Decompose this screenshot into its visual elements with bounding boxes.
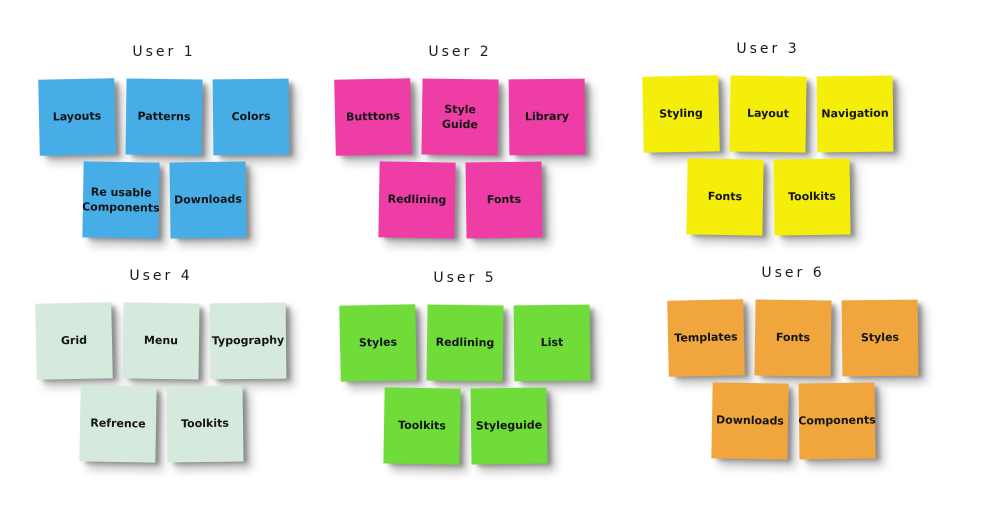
sticky-note-label: Styling <box>659 106 703 121</box>
sticky-note-label: Fonts <box>486 193 521 207</box>
sticky-note-label: Styleguide <box>475 418 542 433</box>
note-row-top: Styles Redlining List <box>339 304 591 382</box>
sticky-note-label: Fonts <box>707 189 742 204</box>
sticky-note[interactable]: Re usable Components <box>81 161 160 239</box>
note-row-top: Templates Fonts Styles <box>667 299 919 377</box>
sticky-note-label: Menu <box>143 334 179 348</box>
sticky-note-label: Layout <box>746 107 790 121</box>
sticky-note[interactable]: Layouts <box>38 78 116 156</box>
sticky-note-label: Styles <box>860 331 900 345</box>
sticky-note-label: Toolkits <box>787 189 836 204</box>
sticky-note-label: Downloads <box>715 413 784 428</box>
group-title: User 3 <box>736 41 800 57</box>
sticky-note-label: Grid <box>60 334 88 348</box>
user-group: User 6 Templates Fonts Styles Downloads Com… <box>667 265 919 460</box>
sticky-note[interactable]: Templates <box>667 299 745 377</box>
sticky-note-label: Templates <box>674 330 738 345</box>
sticky-note-label: Layouts <box>52 109 102 124</box>
sticky-note-label: Butttons <box>345 109 401 124</box>
note-row-top: Butttons Style Guide Library <box>334 78 586 156</box>
note-row-bottom: Fonts Toolkits <box>685 158 851 236</box>
sticky-note[interactable]: Toolkits <box>772 158 851 236</box>
sticky-note[interactable]: Typography <box>209 302 287 380</box>
sticky-note[interactable]: Downloads <box>710 382 789 460</box>
sticky-note[interactable]: List <box>513 304 591 382</box>
user-group: User 4 Grid Menu Typography Refrence Toolki… <box>35 268 287 463</box>
sticky-note-label: Downloads <box>173 192 242 207</box>
user-group: User 5 Styles Redlining List Toolkits Style… <box>339 270 591 465</box>
sticky-note[interactable]: Fonts <box>754 299 832 377</box>
sticky-note-label: Redlining <box>435 335 495 350</box>
sticky-note[interactable]: Menu <box>122 302 200 380</box>
sticky-note-label: Styles <box>358 335 398 350</box>
sticky-note[interactable]: Styles <box>841 299 919 377</box>
user-group: User 2 Butttons Style Guide Library Redlin… <box>334 44 586 239</box>
sticky-note-label: Colors <box>231 110 271 124</box>
sticky-note-label: Re usable Components <box>81 185 160 215</box>
sticky-note-label: Typography <box>211 333 285 348</box>
sticky-note[interactable]: Refrence <box>78 385 157 463</box>
note-row-top: Styling Layout Navigation <box>642 75 894 153</box>
user-group: User 3 Styling Layout Navigation Fonts Tool… <box>642 41 894 236</box>
sticky-note[interactable]: Components <box>797 382 876 460</box>
sticky-note[interactable]: Library <box>508 78 586 156</box>
group-title: User 1 <box>132 44 196 60</box>
sticky-note[interactable]: Patterns <box>125 78 203 156</box>
note-row-top: Layouts Patterns Colors <box>38 78 290 156</box>
sticky-note-label: Style Guide <box>441 102 478 132</box>
sticky-note-label: Components <box>797 413 876 428</box>
note-row-bottom: Toolkits Styleguide <box>382 387 548 465</box>
sticky-note[interactable]: Fonts <box>685 158 764 236</box>
sticky-note-label: Redlining <box>387 192 446 207</box>
group-title: User 4 <box>129 268 193 284</box>
note-row-bottom: Redlining Fonts <box>377 161 543 239</box>
note-row-bottom: Refrence Toolkits <box>78 385 244 463</box>
sticky-note-label: Library <box>524 110 570 124</box>
sticky-note[interactable]: Colors <box>212 78 290 156</box>
note-row-top: Grid Menu Typography <box>35 302 287 380</box>
sticky-note[interactable]: Toolkits <box>165 385 244 463</box>
sticky-note[interactable]: Butttons <box>334 78 412 156</box>
sticky-note[interactable]: Styleguide <box>469 387 548 465</box>
sticky-note[interactable]: Redlining <box>377 161 456 239</box>
sticky-note-label: Fonts <box>775 331 811 345</box>
sticky-note[interactable]: Styling <box>642 75 720 153</box>
sticky-note-label: Navigation <box>821 106 889 121</box>
user-group: User 1 Layouts Patterns Colors Re usable C… <box>38 44 290 239</box>
note-row-bottom: Downloads Components <box>710 382 876 460</box>
group-title: User 6 <box>761 265 825 281</box>
group-title: User 2 <box>428 44 492 60</box>
sticky-note-label: Patterns <box>137 109 191 124</box>
sticky-note[interactable]: Style Guide <box>421 78 499 156</box>
sticky-note-label: List <box>540 336 564 350</box>
sticky-note[interactable]: Styles <box>339 304 417 382</box>
sticky-note[interactable]: Grid <box>35 302 113 380</box>
sticky-note-label: Toolkits <box>397 418 446 433</box>
group-title: User 5 <box>433 270 497 286</box>
sticky-note-label: Toolkits <box>180 416 229 431</box>
sticky-note[interactable]: Navigation <box>816 75 894 153</box>
sticky-note[interactable]: Downloads <box>168 161 247 239</box>
sticky-note[interactable]: Toolkits <box>382 387 461 465</box>
note-row-bottom: Re usable Components Downloads <box>81 161 247 239</box>
sticky-note[interactable]: Layout <box>729 75 807 153</box>
sticky-note[interactable]: Redlining <box>426 304 504 382</box>
sticky-note-label: Refrence <box>89 416 146 431</box>
sticky-note[interactable]: Fonts <box>464 161 543 239</box>
